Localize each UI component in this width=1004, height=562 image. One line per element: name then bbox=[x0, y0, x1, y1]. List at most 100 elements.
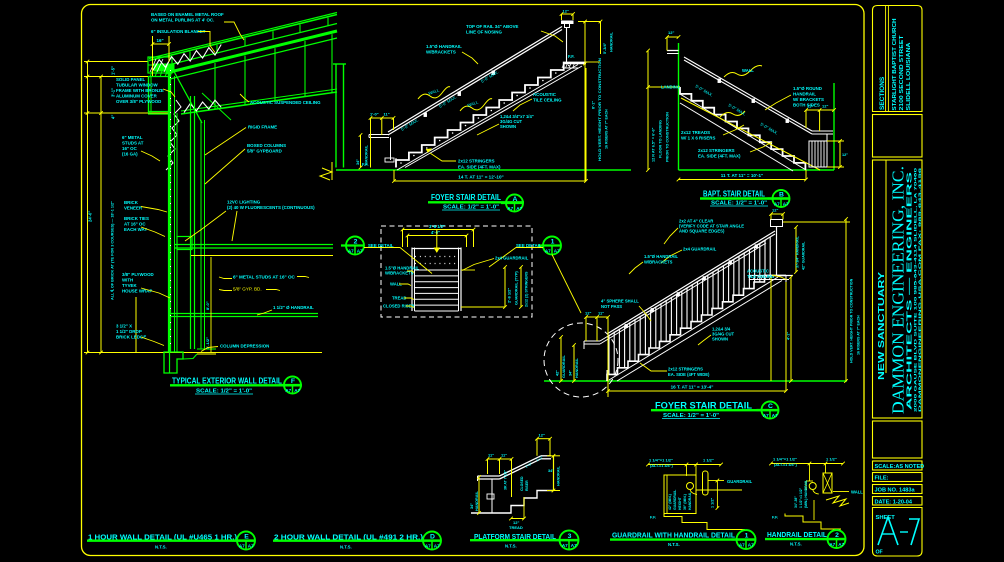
svg-text:34": 34" bbox=[356, 159, 360, 165]
svg-text:1: 1 bbox=[551, 239, 555, 246]
svg-text:F.F.: F.F. bbox=[650, 515, 656, 520]
svg-text:EA. SIDE (4FT. MAX): EA. SIDE (4FT. MAX) bbox=[698, 154, 741, 159]
svg-text:(16 GA): (16 GA) bbox=[122, 152, 138, 157]
svg-text:TOP OF RAIL 34" ABOVE: TOP OF RAIL 34" ABOVE bbox=[466, 24, 518, 29]
svg-text:12": 12" bbox=[563, 9, 569, 14]
svg-text:1 1/4"=1 1/2": 1 1/4"=1 1/2" bbox=[773, 457, 797, 462]
svg-text:2100 SECOND STREET: 2100 SECOND STREET bbox=[899, 35, 905, 111]
svg-text:A7: A7 bbox=[763, 413, 769, 418]
svg-text:A7: A7 bbox=[357, 249, 363, 254]
svg-text:BOXED COLUMNS: BOXED COLUMNS bbox=[247, 143, 286, 148]
svg-text:36" (MIN.): 36" (MIN.) bbox=[683, 494, 687, 510]
svg-text:3'-6 1/2": 3'-6 1/2" bbox=[429, 224, 445, 229]
svg-text:BRICK LEDGE: BRICK LEDGE bbox=[116, 335, 146, 340]
svg-text:JOB NO. 1483a: JOB NO. 1483a bbox=[875, 488, 916, 494]
svg-text:SCALE: 1/2" = 1'-0": SCALE: 1/2" = 1'-0" bbox=[663, 413, 720, 419]
svg-text:BRICK: BRICK bbox=[124, 200, 139, 205]
svg-text:FOYER STAIR DETAIL: FOYER STAIR DETAIL bbox=[655, 401, 752, 411]
svg-text:WALL: WALL bbox=[390, 282, 402, 287]
svg-text:12 R AT 6.5" = 6'-6": 12 R AT 6.5" = 6'-6" bbox=[652, 127, 656, 162]
svg-text:DAMMONENGINEERING-USA.COM: DAMMONENGINEERING-USA.COM FAX: 985-643-4… bbox=[918, 168, 922, 412]
svg-text:2x12 STRINGERS: 2x12 STRINGERS bbox=[668, 367, 703, 372]
svg-text:11": 11" bbox=[598, 311, 604, 316]
svg-text:14 T. AT 11" = 12'-10": 14 T. AT 11" = 12'-10" bbox=[458, 175, 503, 180]
svg-text:BASED ON ENAMEL METAL ROOF: BASED ON ENAMEL METAL ROOF bbox=[151, 12, 224, 17]
svg-text:A7: A7 bbox=[554, 249, 560, 254]
svg-text:W/BRACKETS: W/BRACKETS bbox=[644, 260, 673, 265]
svg-text:1 1/2"=1 1/2": 1 1/2"=1 1/2" bbox=[799, 487, 803, 508]
svg-text:RIGID FRAME: RIGID FRAME bbox=[248, 125, 277, 130]
svg-text:1,2&4 3/4: 1,2&4 3/4 bbox=[712, 327, 731, 332]
svg-text:(VERIFY CODE AT STAIR ANGLE: (VERIFY CODE AT STAIR ANGLE bbox=[679, 224, 744, 229]
svg-text:4" SPHERE SHALL: 4" SPHERE SHALL bbox=[601, 299, 639, 304]
svg-text:HANDRAIL DETAIL: HANDRAIL DETAIL bbox=[767, 530, 828, 539]
svg-text:FILE:: FILE: bbox=[875, 476, 889, 482]
svg-text:1.5"Ø HANDRAIL: 1.5"Ø HANDRAIL bbox=[426, 44, 462, 49]
svg-text:NOT PASS: NOT PASS bbox=[601, 304, 622, 309]
svg-text:A7: A7 bbox=[516, 206, 522, 211]
svg-text:GUARDRAIL: GUARDRAIL bbox=[562, 355, 566, 378]
svg-text:ACOUSTIC: ACOUSTIC bbox=[533, 92, 557, 97]
svg-text:4'-1": 4'-1" bbox=[787, 332, 791, 340]
svg-text:8'-0": 8'-0" bbox=[205, 301, 210, 310]
svg-text:GUARDRAIL WITH HANDRAIL DETAIL: GUARDRAIL WITH HANDRAIL DETAIL bbox=[612, 531, 736, 540]
svg-text:GUARDRAIL (TYP): GUARDRAIL (TYP) bbox=[515, 271, 519, 305]
svg-text:2: 2 bbox=[835, 532, 839, 539]
svg-text:FRAME WITH BRONZE: FRAME WITH BRONZE bbox=[116, 88, 164, 93]
svg-text:(ALT.=1 3/4"): (ALT.=1 3/4") bbox=[774, 463, 797, 467]
svg-text:16 T. AT 11" = 13'-4": 16 T. AT 11" = 13'-4" bbox=[671, 385, 714, 390]
svg-text:BRICK TIES: BRICK TIES bbox=[124, 216, 149, 221]
svg-text:D: D bbox=[430, 534, 435, 541]
svg-text:6" METAL STUDS AT 16" OC: 6" METAL STUDS AT 16" OC bbox=[233, 275, 296, 280]
svg-text:A7: A7 bbox=[739, 543, 745, 548]
svg-text:AT 16" OC: AT 16" OC bbox=[124, 222, 146, 227]
svg-text:TREAD: TREAD bbox=[509, 525, 523, 530]
svg-text:TREAD: TREAD bbox=[392, 296, 406, 301]
svg-text:6" METAL: 6" METAL bbox=[122, 135, 143, 140]
svg-text:SHOWN: SHOWN bbox=[712, 337, 728, 342]
svg-text:12": 12" bbox=[539, 433, 545, 438]
svg-text:OF: OF bbox=[876, 550, 883, 556]
svg-text:BAPT. STAIR DETAIL: BAPT. STAIR DETAIL bbox=[703, 190, 765, 199]
svg-text:(ALT.=1 3/4"): (ALT.=1 3/4") bbox=[650, 464, 673, 468]
svg-text:12": 12" bbox=[822, 104, 828, 109]
svg-text:34": 34" bbox=[569, 370, 573, 376]
svg-text:B: B bbox=[779, 192, 784, 199]
svg-text:16 RISERS AT 7" EACH: 16 RISERS AT 7" EACH bbox=[605, 109, 609, 149]
svg-text:N.T.S.: N.T.S. bbox=[155, 545, 167, 550]
svg-text:N.T.S.: N.T.S. bbox=[505, 544, 517, 549]
svg-text:A7: A7 bbox=[571, 543, 577, 548]
svg-text:C: C bbox=[768, 403, 773, 410]
svg-text:A7: A7 bbox=[348, 249, 354, 254]
svg-text:3/8" PLYWOOD: 3/8" PLYWOOD bbox=[122, 272, 154, 277]
svg-text:SCALE: 1/2" = 1'-0": SCALE: 1/2" = 1'-0" bbox=[443, 205, 500, 211]
svg-text:4'-0": 4'-0" bbox=[431, 230, 440, 235]
svg-text:1: 1 bbox=[745, 533, 749, 540]
svg-text:5/8" GYP. BD.: 5/8" GYP. BD. bbox=[233, 287, 262, 292]
svg-text:2x4 GUARDRAIL: 2x4 GUARDRAIL bbox=[683, 247, 717, 252]
svg-text:11": 11" bbox=[807, 104, 813, 109]
svg-text:HOLD VERT. HEIGHT PRIOR TO CON: HOLD VERT. HEIGHT PRIOR TO CONSTRUCTION bbox=[850, 278, 854, 363]
svg-text:34"-38": 34"-38" bbox=[794, 496, 798, 508]
svg-text:(MIN.) HANDRAIL: (MIN.) HANDRAIL bbox=[804, 480, 808, 508]
svg-text:A7: A7 bbox=[783, 202, 789, 207]
svg-text:12": 12" bbox=[585, 311, 591, 316]
svg-text:1 HOUR WALL DETAIL (UL #U465 1: 1 HOUR WALL DETAIL (UL #U465 1 HR.) bbox=[88, 533, 238, 542]
svg-text:WALL: WALL bbox=[467, 99, 480, 108]
svg-text:6" INSULATION BLANKET: 6" INSULATION BLANKET bbox=[151, 29, 206, 34]
svg-text:4": 4" bbox=[111, 115, 116, 119]
svg-text:A7: A7 bbox=[239, 544, 245, 549]
svg-text:SCALE:AS NOTED: SCALE:AS NOTED bbox=[875, 464, 925, 470]
svg-text:5/8" GYPBOARD: 5/8" GYPBOARD bbox=[247, 149, 282, 154]
svg-text:2 HOUR WALL DETAIL (UL #491 2: 2 HOUR WALL DETAIL (UL #491 2 HR.) bbox=[274, 533, 424, 542]
svg-text:ALL ℄ OF BRICK AT (TE FOR 3 C: ALL ℄ OF BRICK AT (TE FOR 3 COURSES) — 1… bbox=[110, 201, 115, 300]
svg-text:1 1/2": 1 1/2" bbox=[826, 457, 837, 462]
svg-text:1'-0": 1'-0" bbox=[525, 462, 534, 469]
svg-text:12": 12" bbox=[513, 520, 519, 525]
svg-text:16 RISERS AT 7" EACH: 16 RISERS AT 7" EACH bbox=[857, 315, 861, 355]
svg-text:A7: A7 bbox=[829, 542, 835, 547]
svg-text:STARLIGHT BAPTIST CHURCH: STARLIGHT BAPTIST CHURCH bbox=[892, 18, 898, 110]
svg-text:3'-1": 3'-1" bbox=[111, 88, 116, 97]
svg-text:3'-1/2": 3'-1/2" bbox=[205, 337, 210, 349]
svg-text:DATE: 1-20-04: DATE: 1-20-04 bbox=[875, 500, 913, 506]
